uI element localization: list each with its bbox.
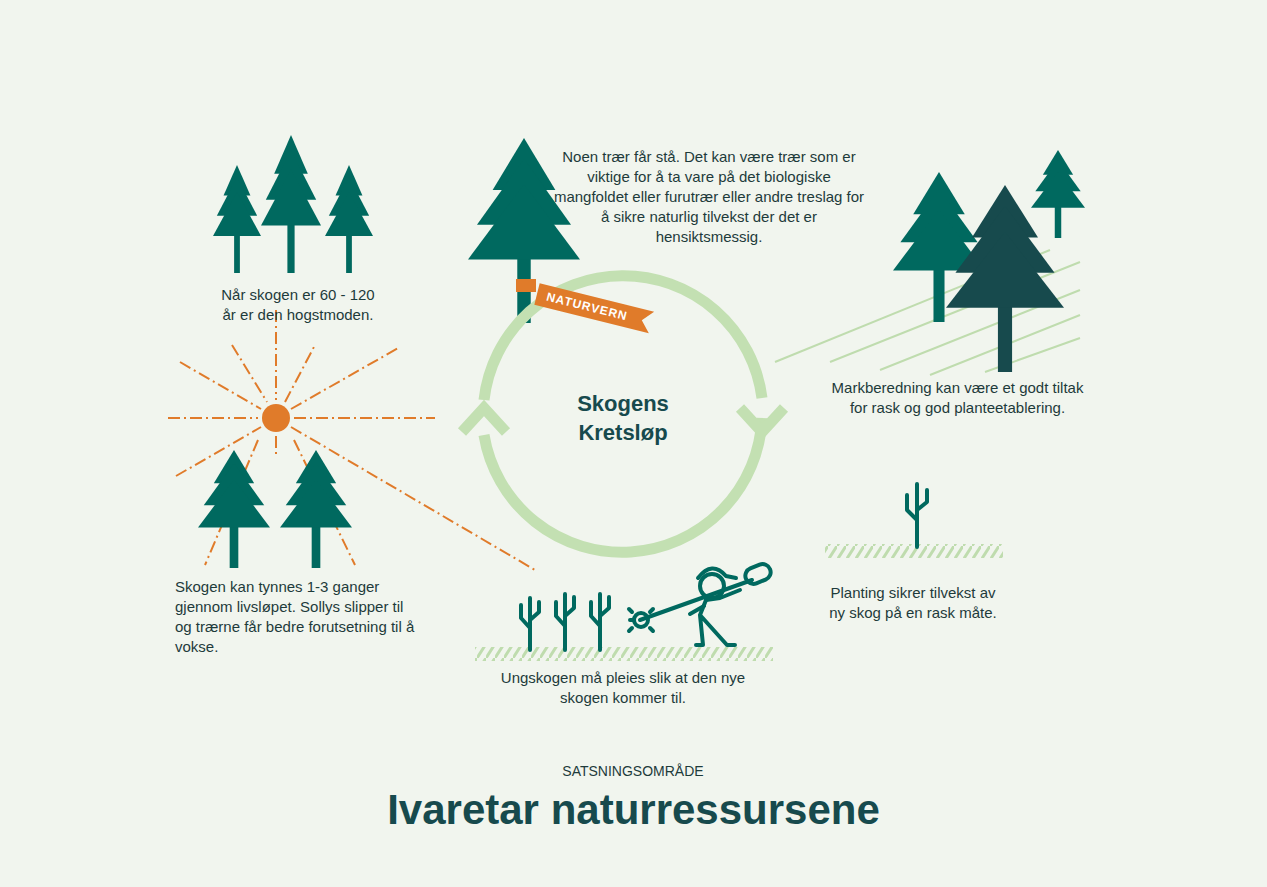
caption-text: Markberedning kan være et godt tiltak fo…	[825, 378, 1090, 418]
mature-trees	[213, 135, 373, 273]
section-label: SATSNINGSOMRÅDE	[433, 761, 833, 781]
cycle-center: Skogens Kretsløp	[503, 298, 743, 538]
seedlings	[521, 594, 609, 650]
caption-text: Noen trær får stå. Det kan være trær som…	[553, 147, 865, 247]
flag-text: NATURVERN	[544, 286, 630, 327]
caption-text: Når skogen er 60 - 120 år er den hogstmo…	[213, 285, 383, 325]
worker-figure	[629, 562, 773, 645]
caption-text: Skogen kan tynnes 1-3 ganger gjennom liv…	[175, 577, 423, 657]
caption-text: Planting sikrer tilvekst av ny skog på e…	[825, 583, 1001, 623]
caption-text: Ungskogen må pleies slik at den nye skog…	[495, 668, 751, 708]
ground-hatch	[825, 544, 1003, 558]
thinned-trees	[198, 450, 352, 568]
cycle-title: Skogens Kretsløp	[561, 389, 686, 447]
planted-seedling	[907, 484, 927, 547]
cycle-ring	[462, 276, 784, 552]
naturvern-flag: NATURVERN	[534, 283, 654, 333]
sun	[262, 404, 290, 432]
ground-hatch	[475, 647, 773, 661]
title: Ivaretar naturressursene	[0, 785, 1267, 835]
